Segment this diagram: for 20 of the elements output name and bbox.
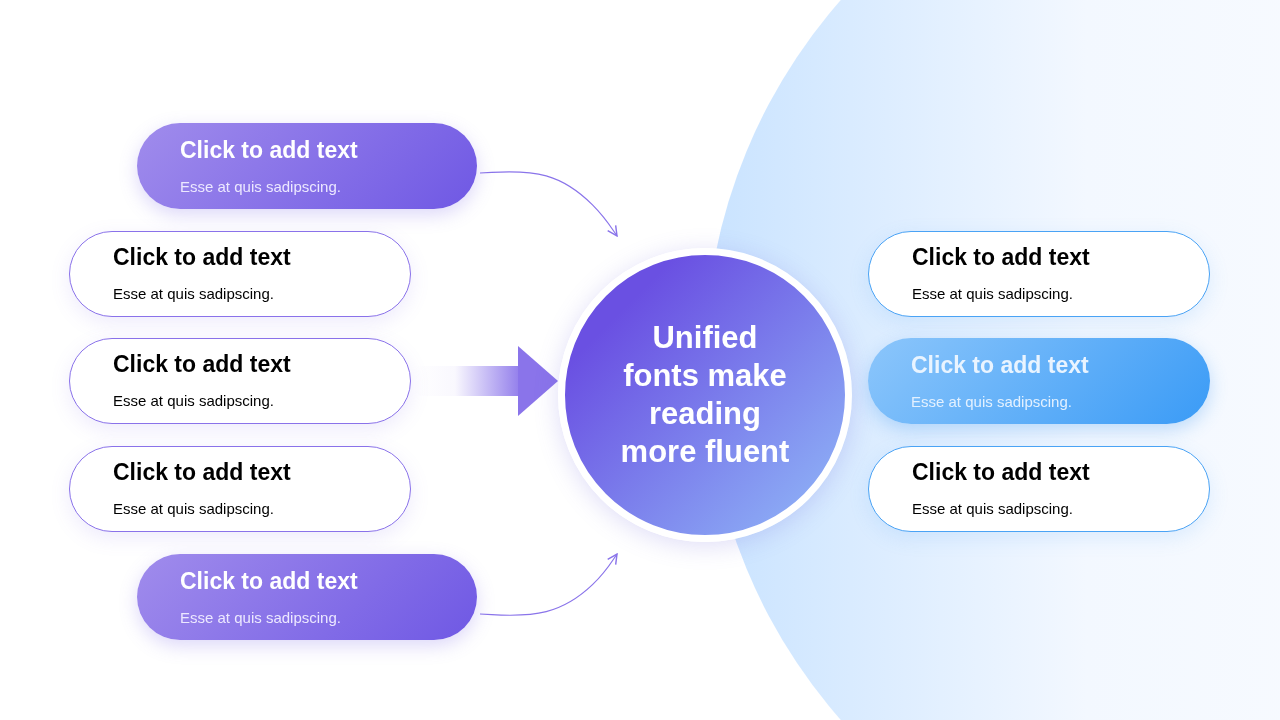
pill-box: [868, 338, 1210, 424]
heading: Click to add text: [180, 137, 358, 164]
curved-arrow: [479, 553, 618, 616]
center-text: Unified fonts make reading more fluent: [619, 319, 791, 471]
heading: Click to add text: [113, 244, 291, 271]
description: Esse at quis sadipscing.: [113, 285, 274, 302]
description: Esse at quis sadipscing.: [113, 392, 274, 409]
description: Esse at quis sadipscing.: [912, 285, 1073, 302]
description: Esse at quis sadipscing.: [180, 178, 341, 195]
description: Esse at quis sadipscing.: [113, 500, 274, 517]
heading: Click to add text: [912, 459, 1090, 486]
heading: Click to add text: [113, 459, 291, 486]
heading: Click to add text: [911, 352, 1089, 379]
description: Esse at quis sadipscing.: [180, 609, 341, 626]
heading: Click to add text: [912, 244, 1090, 271]
heading: Click to add text: [180, 568, 358, 595]
curved-arrow: [479, 171, 618, 237]
description: Esse at quis sadipscing.: [911, 393, 1072, 410]
description: Esse at quis sadipscing.: [912, 500, 1073, 517]
heading: Click to add text: [113, 351, 291, 378]
